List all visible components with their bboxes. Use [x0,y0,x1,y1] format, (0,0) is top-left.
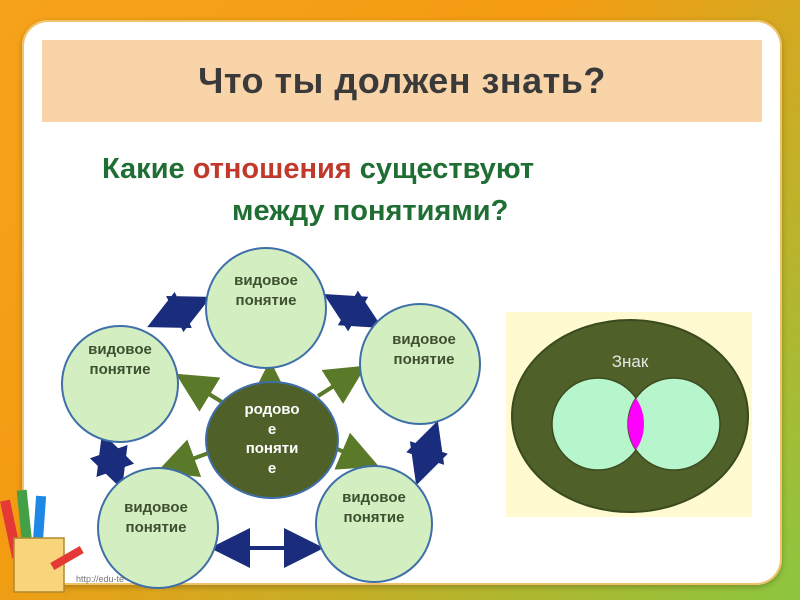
label-line: понятие [89,360,151,378]
species-bubble-right [359,303,481,425]
genus-bubble [205,381,339,499]
genus-label: родово е поняти е [232,400,312,478]
arrow-top-left [147,291,211,333]
species-label-bottom-right: видовое понятие [314,488,434,527]
question-part-2: существуют [351,153,535,185]
species-bubble-bottom-left [97,467,219,589]
species-bubble-bottom-right [315,465,433,583]
pencils-decoration [0,489,84,593]
label-line: понятие [235,291,297,309]
species-label-top: видовое понятие [206,271,326,310]
species-bubble-left [61,325,179,443]
label-line: видовое [124,499,188,516]
label-line: видовое [392,331,456,348]
euler-diagram [511,319,749,513]
label-line: поняти [245,440,299,457]
species-label-bottom-left: видовое понятие [96,498,216,537]
euler-diagram-panel [506,312,752,517]
slide-title: Что ты должен знать? [198,60,606,101]
title-band: Что ты должен знать? [42,40,762,122]
question-line-2: между понятиями? [232,195,509,228]
label-line: видовое [88,341,152,358]
question-line-1: Какие отношения существуют [60,148,760,190]
label-line: видовое [234,272,298,289]
label-line: понятие [125,518,187,536]
question-part-1: Какие [102,153,193,185]
arrow-right-bottom [406,420,448,486]
source-url: http://edu-te [76,574,125,584]
arrow-left-bottom [89,432,135,490]
arrow-top-right [323,290,383,332]
arrow-center-to-right [316,365,367,404]
label-line: понятие [343,508,405,526]
question-text: Какие отношения существуют между понятия… [60,148,760,232]
species-label-left: видовое понятие [60,340,180,379]
label-line: видовое [342,489,406,506]
label-line: е [267,420,277,438]
species-label-right: видовое понятие [364,330,484,369]
label-line: родово [244,401,300,418]
euler-label: Знак [611,352,649,371]
arrow-center-to-left [175,373,224,412]
label-line: понятие [393,350,455,368]
question-highlight: отношения [192,153,352,185]
species-bubble-top [205,247,327,369]
label-line: е [267,459,277,477]
